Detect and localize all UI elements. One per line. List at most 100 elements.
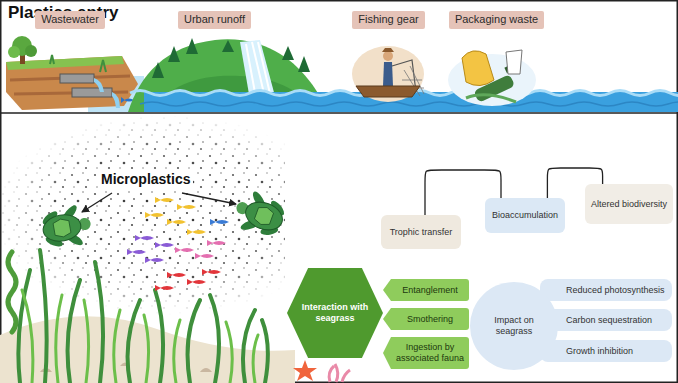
seagrass <box>18 250 268 383</box>
hexagon-node: Interaction with seagrass <box>287 268 383 358</box>
fish-school <box>155 242 174 248</box>
fish-school <box>145 257 164 263</box>
seagrass <box>84 300 89 383</box>
leader-arrow <box>82 193 112 212</box>
wastewater-scene <box>50 55 106 72</box>
effect-box: Altered biodiversity <box>585 184 673 224</box>
fishing-boat <box>356 86 420 97</box>
fish-school <box>135 235 154 241</box>
wastewater-scene <box>112 92 120 108</box>
node-text: Bioaccumulation <box>492 210 558 221</box>
interaction-tab: Ingestion by associated fauna <box>383 337 469 369</box>
fish-school <box>167 219 186 225</box>
fishing-boat <box>352 46 424 102</box>
fishing-boat <box>383 51 393 61</box>
packaging-waste <box>506 50 522 74</box>
fish-school <box>127 249 146 255</box>
fishing-boat <box>382 48 394 52</box>
node-text: Packaging waste <box>455 13 538 26</box>
interaction-tab: Entanglement <box>383 279 469 301</box>
seagrass <box>68 280 80 383</box>
arrowL-outline <box>383 308 469 330</box>
packaging-waste <box>462 51 494 86</box>
fish-school <box>177 204 196 210</box>
seagrass <box>40 250 47 383</box>
node-text: Altered biodiversity <box>591 199 667 210</box>
sea-turtle <box>39 185 291 254</box>
hill-with-waterfall <box>186 38 198 54</box>
seagrass <box>22 290 258 383</box>
seagrass <box>95 262 103 383</box>
node-text: Impact on seagrass <box>484 315 544 337</box>
callout-label: Microplastics <box>98 171 193 188</box>
hill-with-waterfall <box>152 62 164 78</box>
seagrass <box>18 270 30 383</box>
fishing-boat <box>352 46 424 102</box>
seagrass <box>144 315 149 383</box>
source-tag: Urban runoff <box>178 11 251 29</box>
seagrass <box>262 320 268 383</box>
seagrass <box>8 250 268 383</box>
arrowL-outline <box>383 279 469 301</box>
fish-school <box>207 240 226 246</box>
interaction-tab: Smothering <box>383 308 469 330</box>
impact-tab: Carbon sequestration <box>540 309 672 331</box>
hex-outline <box>287 268 383 358</box>
node-text: Fishing gear <box>358 13 419 26</box>
section-divider <box>0 112 678 114</box>
packaging-waste <box>448 50 536 106</box>
wastewater-scene <box>25 45 37 57</box>
leader-arrow <box>82 193 236 212</box>
fish-school <box>155 197 174 203</box>
hill-with-waterfall <box>298 56 310 72</box>
packaging-waste <box>466 95 516 102</box>
hill-with-waterfall <box>222 40 234 52</box>
node-text: Trophic transfer <box>390 227 453 238</box>
wastewater-scene <box>72 88 112 97</box>
seagrass <box>128 300 140 383</box>
seagrass <box>226 322 232 383</box>
seagrass <box>114 310 120 383</box>
seagrass <box>174 320 180 383</box>
wastewater-scene <box>6 56 138 110</box>
node-text: Interaction with seagrass <box>301 302 369 324</box>
node-text: Carbon sequestration <box>566 315 652 326</box>
node-text: Urban runoff <box>184 13 245 26</box>
circle-outline <box>470 282 558 370</box>
fish-school <box>167 272 186 278</box>
source-tag: Packaging waste <box>449 11 544 29</box>
seagrass <box>210 295 219 383</box>
node-text: Reduced photosynthesis <box>566 285 665 296</box>
hill-with-waterfall <box>152 38 310 78</box>
node-text: Ingestion by associated fauna <box>395 342 465 364</box>
source-tag: Wastewater <box>35 11 105 29</box>
fish-school <box>175 247 194 253</box>
seagrass <box>8 252 16 332</box>
fish-school <box>155 285 174 291</box>
fish-school <box>145 212 164 218</box>
source-tag: Fishing gear <box>352 11 425 29</box>
hill-with-waterfall <box>282 46 294 60</box>
wastewater-scene <box>6 36 144 112</box>
fish-school <box>210 219 229 225</box>
fish-school <box>127 197 229 291</box>
node-text: Entanglement <box>402 285 458 296</box>
impact-tab: Growth inhibition <box>540 340 672 362</box>
impact-circle: Impact on seagrass <box>470 282 558 370</box>
node-text: Wastewater <box>41 13 99 26</box>
seabed <box>329 364 350 382</box>
wastewater-scene <box>8 46 20 58</box>
sea-turtle <box>229 185 290 244</box>
effect-box: Trophic transfer <box>381 215 461 249</box>
seagrass <box>188 300 200 383</box>
fish-school <box>187 279 206 285</box>
seagrass <box>56 295 62 383</box>
fish-school <box>187 229 206 235</box>
impact-tab: Reduced photosynthesis <box>540 279 672 301</box>
seagrass <box>253 335 258 383</box>
sea-surface <box>140 102 678 106</box>
seabed <box>293 360 317 381</box>
fish-school <box>195 253 214 259</box>
wastewater-scene <box>60 74 94 83</box>
